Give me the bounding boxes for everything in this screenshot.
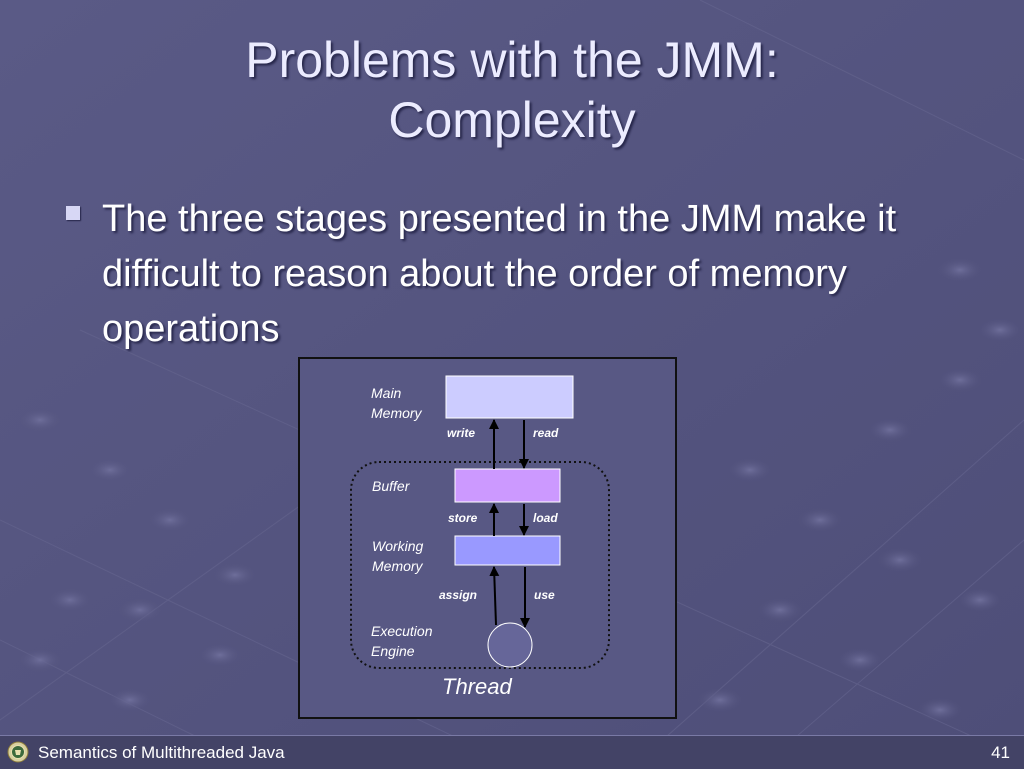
footer-title: Semantics of Multithreaded Java xyxy=(38,743,285,762)
assign-arrow xyxy=(489,566,500,626)
bullet-text: The three stages presented in the JMM ma… xyxy=(102,198,897,350)
jmm-diagram-graphics xyxy=(350,375,610,669)
store-label: store xyxy=(448,511,478,525)
title-line-1: Problems with the JMM: xyxy=(245,32,779,88)
square-bullet-icon xyxy=(66,206,80,220)
assign-label: assign xyxy=(439,588,478,602)
buffer-box xyxy=(454,468,561,503)
slide-title: Problems with the JMM: Complexity xyxy=(0,30,1024,150)
buffer-label: Buffer xyxy=(372,478,410,494)
thread-boundary xyxy=(350,461,610,669)
execution-engine-circle xyxy=(487,622,533,668)
use-label: use xyxy=(534,588,555,602)
execution-engine-label: Execution Engine xyxy=(371,623,433,659)
title-line-2: Complexity xyxy=(388,92,636,148)
page-number: 41 xyxy=(991,743,1010,762)
write-label: write xyxy=(447,426,476,440)
university-seal-icon xyxy=(7,741,29,763)
load-label: load xyxy=(533,511,558,525)
main-memory-box xyxy=(445,375,574,419)
main-memory-label: Main Memory xyxy=(371,385,422,421)
working-memory-box xyxy=(454,535,561,566)
jmm-diagram: Main Memory Buffer Working Memory Execut… xyxy=(298,357,677,719)
read-label: read xyxy=(533,426,559,440)
working-memory-label: Working Memory xyxy=(372,538,424,574)
slide-footer: Semantics of Multithreaded Java 41 xyxy=(0,735,1024,769)
thread-label: Thread xyxy=(442,674,512,699)
